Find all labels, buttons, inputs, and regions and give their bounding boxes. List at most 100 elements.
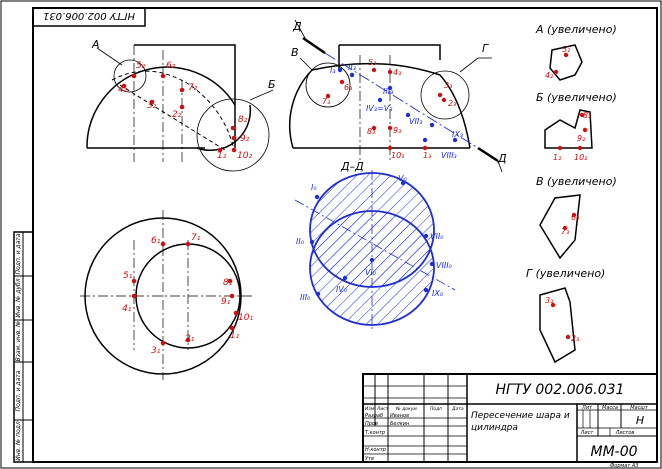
svg-text:I₃: I₃	[330, 66, 336, 75]
svg-text:Формат А3: Формат А3	[610, 463, 638, 469]
svg-text:10₃: 10₃	[391, 151, 404, 160]
svg-text:Лист: Лист	[580, 430, 595, 436]
front-label-4: 4₂	[118, 85, 128, 95]
svg-text:Разраб: Разраб	[365, 413, 383, 419]
svg-text:Иванов: Иванов	[390, 413, 409, 419]
side-label-2: Подп. и дата	[15, 370, 22, 411]
front-label-6: 6₂	[166, 61, 176, 71]
top-stamp: НГТУ 002.006.031	[32, 7, 146, 27]
svg-text:III₀: III₀	[300, 293, 311, 302]
front-point-7	[179, 87, 185, 93]
svg-text:2₁: 2₁	[185, 334, 195, 344]
svg-text:6₁: 6₁	[151, 236, 161, 246]
svg-text:9₂: 9₂	[577, 134, 586, 143]
front-point-4	[121, 83, 127, 89]
svg-text:3₁: 3₁	[151, 346, 161, 356]
top-view	[80, 210, 255, 380]
front-point-3	[149, 99, 155, 105]
cut-label-d2: Д	[497, 152, 507, 165]
svg-text:VII₃: VII₃	[409, 117, 422, 126]
svg-text:7₃: 7₃	[561, 227, 569, 236]
front-label-3: 3₂	[147, 101, 157, 111]
svg-text:Белкин: Белкин	[390, 421, 410, 427]
svg-text:4₂: 4₂	[545, 71, 554, 80]
svg-text:Дата: Дата	[451, 406, 464, 412]
front-label-10: 10₂	[237, 151, 252, 161]
top-points: 6₁ 7₁ 5₁ 4₁ 8₁ 9₁ 10₁ 1₁ 3₁ 2₁	[122, 233, 253, 356]
svg-text:№ докум: № докум	[395, 406, 417, 412]
svg-text:I₀: I₀	[311, 183, 317, 192]
designation: НГТУ 002.006.031	[496, 382, 625, 398]
front-point-9	[231, 135, 237, 141]
front-point-6	[160, 73, 166, 79]
svg-text:4₃: 4₃	[393, 68, 401, 77]
svg-text:Лист: Лист	[376, 406, 389, 412]
svg-text:8₃: 8₃	[367, 127, 375, 136]
svg-text:3₃: 3₃	[545, 296, 553, 305]
svg-text:Г (увеличено): Г (увеличено)	[526, 267, 605, 280]
cut-line	[294, 19, 503, 173]
callout-v-label: В	[291, 46, 299, 59]
side-label-4: Инв. № дубл	[15, 278, 22, 317]
svg-text:1₁: 1₁	[230, 331, 240, 341]
svg-text:8₂: 8₂	[583, 111, 592, 120]
svg-text:Масшт: Масшт	[630, 405, 649, 411]
front-label-2: 2₂	[172, 110, 182, 120]
svg-text:Т.контр: Т.контр	[365, 430, 385, 436]
front-label-5: 5₂	[136, 61, 146, 71]
detail-a: А (увеличено) 5₂ 4₂	[535, 23, 617, 81]
top-stamp-text: НГТУ 002.006.031	[43, 10, 135, 21]
svg-text:Н.контр: Н.контр	[365, 447, 386, 453]
side-label-1: Инв. № подл	[15, 421, 22, 461]
svg-text:6₃: 6₃	[344, 83, 352, 92]
title-block	[362, 373, 658, 463]
svg-text:Подп: Подп	[430, 406, 442, 412]
callout-b-label: Б	[268, 78, 276, 91]
svg-text:9₃: 9₃	[393, 126, 401, 135]
svg-text:9₁: 9₁	[221, 297, 231, 307]
front-point-1	[217, 147, 223, 153]
svg-text:VII₀: VII₀	[430, 232, 444, 241]
svg-text:II₀: II₀	[296, 237, 305, 246]
section-view	[294, 170, 456, 330]
front-label-1: 1₂	[217, 151, 227, 161]
svg-text:4₁: 4₁	[122, 304, 132, 314]
svg-text:Листов: Листов	[615, 430, 635, 436]
front-label-8: 8₂	[238, 115, 248, 125]
side-strip: Подп. и дата Инв. № дубл Взам. инв. № По…	[13, 231, 34, 463]
title-block-text: НГТУ 002.006.031 Пересечение шара и цили…	[365, 382, 649, 469]
side-points: 7₃ 6₃ 5₃ 4₃ 3₃ 2₃ 8₃ 9₃ 10₃ 1₃ I₃ II₃ II…	[322, 58, 463, 160]
svg-text:10₁: 10₁	[238, 313, 253, 323]
svg-text:IX₀: IX₀	[432, 289, 444, 298]
litera: Н	[636, 414, 644, 427]
svg-text:VIII₃: VIII₃	[441, 151, 457, 160]
svg-text:Б (увеличено): Б (увеличено)	[536, 91, 617, 104]
sheet-code: ММ-00	[590, 444, 637, 460]
svg-text:IV₃=V₃: IV₃=V₃	[366, 104, 392, 113]
svg-text:II₃: II₃	[348, 63, 356, 72]
svg-text:7₃: 7₃	[322, 97, 330, 106]
callout-g-label: Г	[482, 42, 489, 55]
side-view	[289, 44, 492, 162]
callout-a-label: А	[91, 38, 100, 51]
svg-text:Пров: Пров	[365, 421, 378, 427]
svg-text:10₂: 10₂	[574, 153, 588, 162]
svg-text:2₃: 2₃	[448, 99, 456, 108]
svg-text:3₃: 3₃	[444, 81, 452, 90]
detail-g: Г (увеличено) 3₃ 2₃	[526, 267, 605, 364]
cut-label-d1: Д	[292, 20, 302, 33]
front-label-7: 7₂	[188, 83, 198, 93]
svg-text:5₃: 5₃	[368, 58, 376, 67]
svg-text:8₁: 8₁	[223, 278, 233, 288]
svg-text:Масса: Масса	[602, 405, 618, 411]
detail-b: Б (увеличено) 8₂ 9₂ 1₂ 10₂	[536, 91, 617, 162]
svg-text:В (увеличено): В (увеличено)	[536, 175, 617, 188]
title-line-2: цилиндра	[471, 423, 518, 433]
svg-text:III₃: III₃	[383, 87, 393, 96]
svg-text:1₂: 1₂	[553, 153, 562, 162]
svg-text:1₃: 1₃	[423, 151, 431, 160]
front-point-8	[230, 125, 236, 131]
front-points: 5₂ 6₂ 7₂ 4₂ 3₂ 2₂ 8₂ 9₂ 10₂ 1₂	[118, 61, 252, 161]
